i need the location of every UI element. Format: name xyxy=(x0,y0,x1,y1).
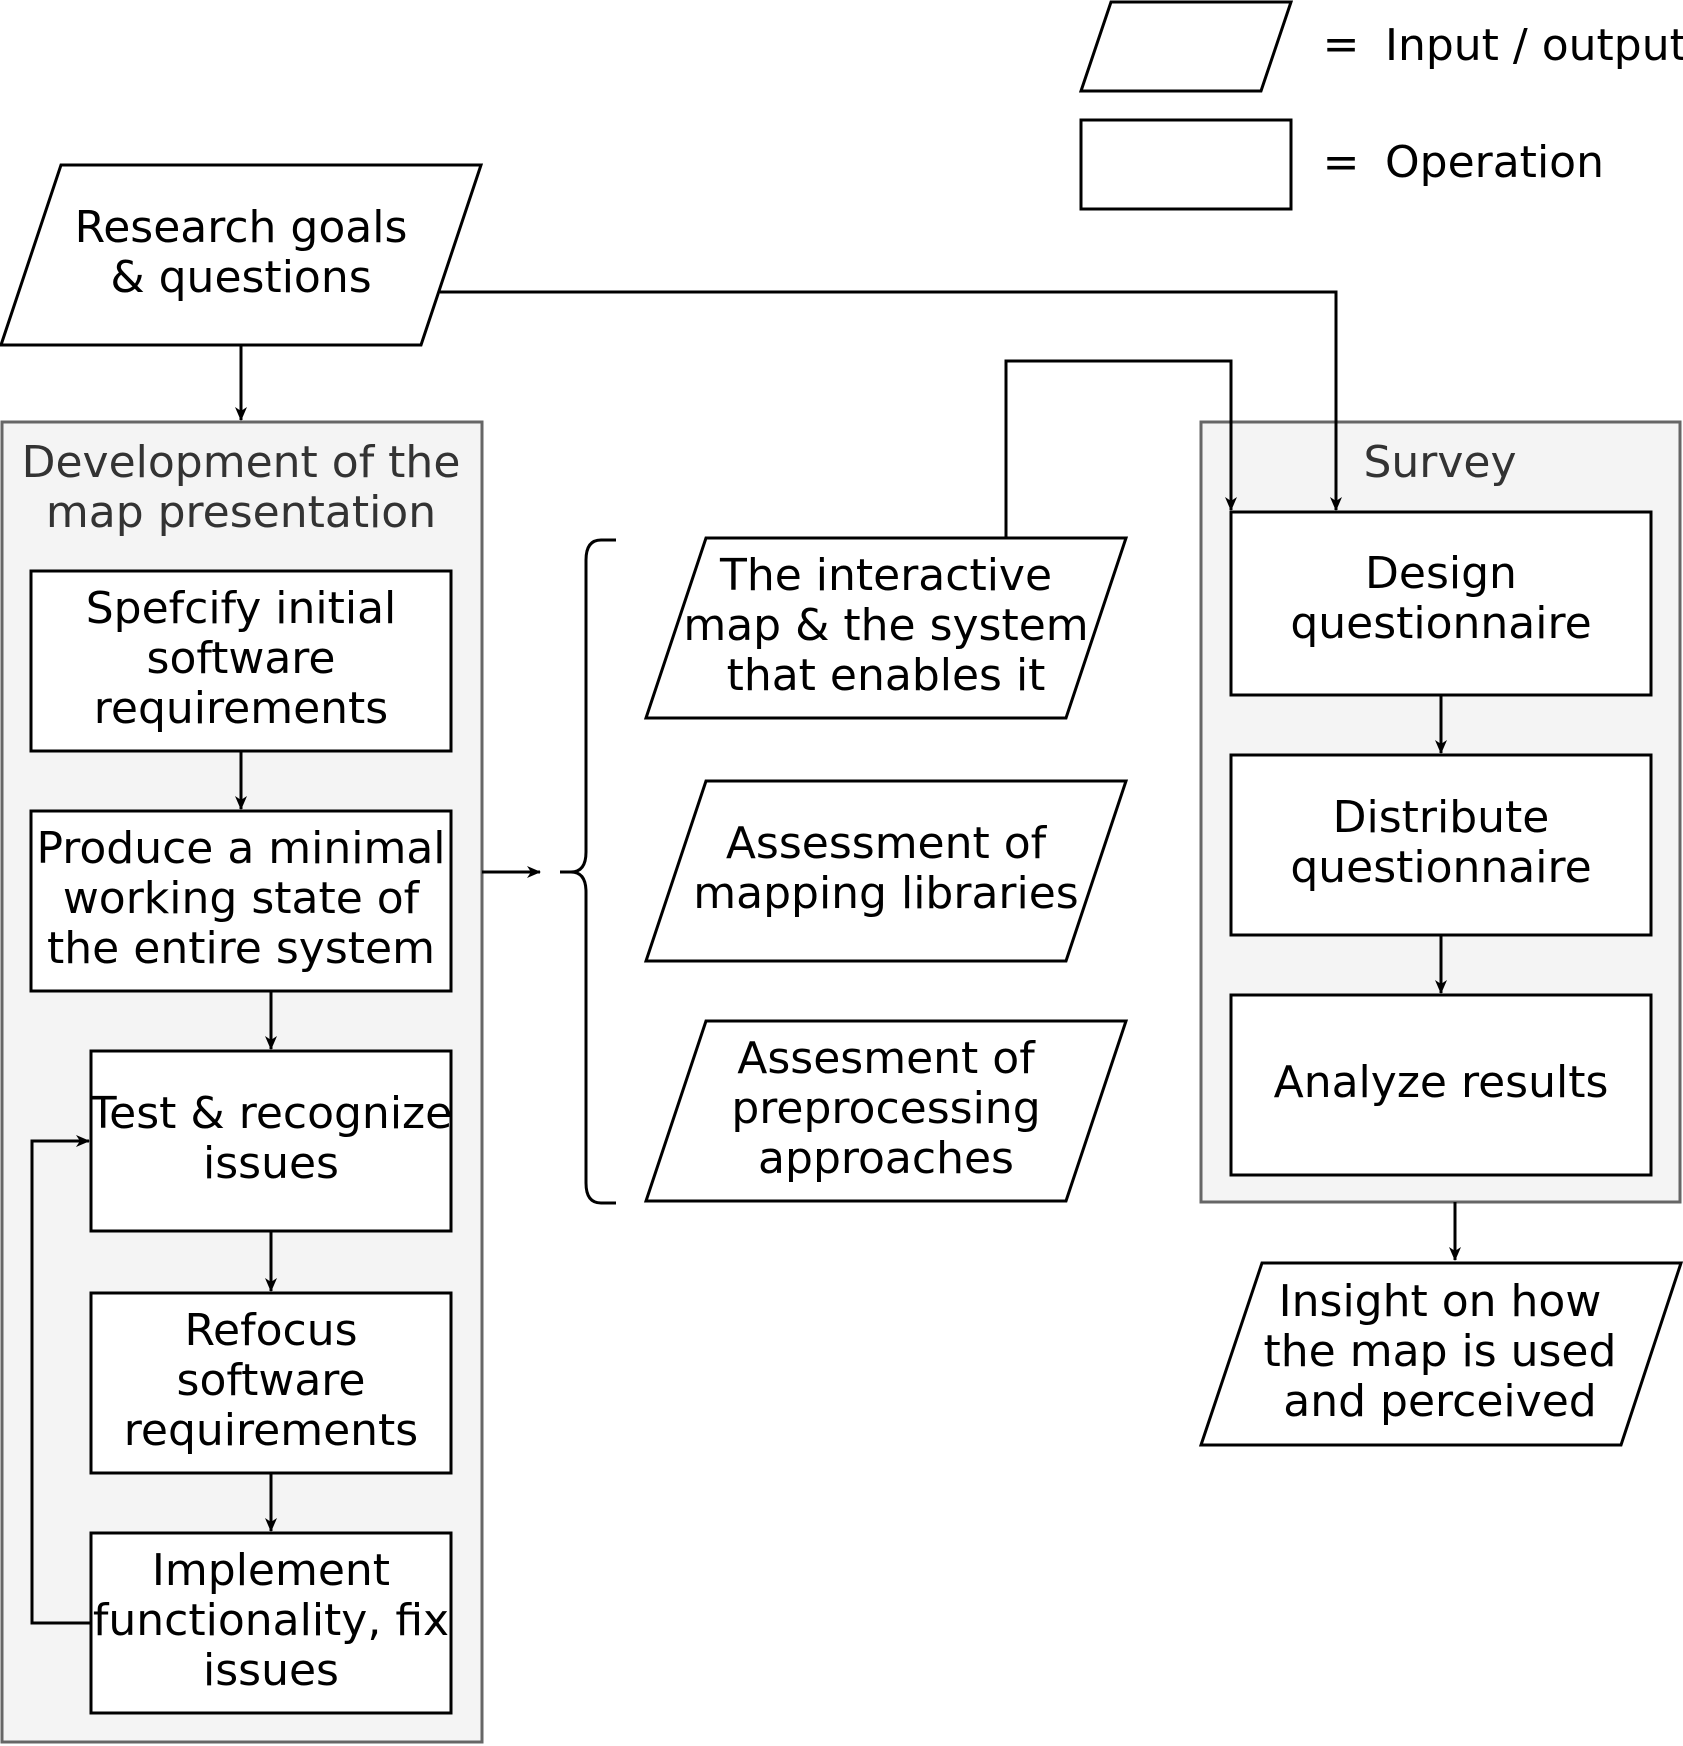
dev-step-implement-functionality-label-line-3: issues xyxy=(203,1645,339,1696)
dev-step-test-recognize-issues xyxy=(89,1049,453,1233)
dev-step-implement-functionality-label-line-1: Implement xyxy=(152,1545,390,1596)
research-goals-shape xyxy=(0,163,484,347)
output-preprocessing-label-line-2: preprocessing xyxy=(731,1083,1040,1134)
legend-operation-label: Operation xyxy=(1385,137,1604,188)
output-interactive-map-label-line-3: that enables it xyxy=(727,650,1046,701)
legend-equals-2: = xyxy=(1323,137,1360,188)
arrow-loop-implement-to-test xyxy=(30,1135,91,1625)
legend: = Input / output = Operation xyxy=(1078,0,1683,211)
dev-step-refocus-requirements-label-line-3: requirements xyxy=(124,1405,418,1456)
dev-step-refocus-requirements-label-line-2: software xyxy=(177,1355,366,1406)
survey-step-analyze-results-label-line-1: Analyze results xyxy=(1274,1057,1609,1108)
legend-input-output-shape xyxy=(1078,0,1294,93)
arrow-research-to-survey xyxy=(440,290,1342,511)
output-mapping-libraries-label-line-2: mapping libraries xyxy=(693,868,1078,919)
arrow-interactive-map-to-survey xyxy=(1004,359,1237,538)
dev-step-refocus-requirements xyxy=(89,1291,453,1475)
survey-step-design-questionnaire xyxy=(1229,510,1653,697)
survey-step-distribute-questionnaire xyxy=(1229,753,1653,937)
insight-label-line-3: and perceived xyxy=(1283,1376,1596,1427)
survey-step-design-questionnaire-label-line-1: Design xyxy=(1365,548,1517,599)
survey-step-design-questionnaire-label-line-2: questionnaire xyxy=(1290,598,1591,649)
development-title-line-2: map presentation xyxy=(46,487,436,538)
research-goals-label-line-1: Research goals xyxy=(75,202,408,253)
dev-step-test-recognize-issues-label-line-1: Test & recognize xyxy=(89,1088,452,1139)
dev-step-implement-functionality xyxy=(89,1531,453,1715)
output-mapping-libraries-shape xyxy=(643,779,1129,963)
dev-step-specify-requirements xyxy=(29,569,453,753)
survey-step-distribute-questionnaire-label-line-2: questionnaire xyxy=(1290,842,1591,893)
connectors xyxy=(30,290,1461,1625)
research-goals-label: Research goals& questions xyxy=(75,202,408,303)
insight-shape xyxy=(1198,1261,1683,1447)
development-title-line-1: Development of the xyxy=(22,437,461,488)
output-interactive-map-label-line-1: The interactive xyxy=(719,550,1052,601)
dev-step-implement-functionality-label-line-2: functionality, fix xyxy=(93,1595,449,1646)
dev-step-minimal-working-state-label-line-2: working state of xyxy=(63,873,421,924)
dev-step-refocus-requirements-label-line-1: Refocus xyxy=(184,1305,357,1356)
dev-step-test-recognize-issues-label-line-2: issues xyxy=(203,1138,339,1189)
output-interactive-map-label-line-2: map & the system xyxy=(683,600,1088,651)
dev-step-specify-requirements-label-line-2: software xyxy=(147,633,336,684)
dev-step-specify-requirements-label-line-1: Spefcify initial xyxy=(86,583,397,634)
output-preprocessing-label-line-3: approaches xyxy=(758,1133,1014,1184)
insight-label-line-2: the map is used xyxy=(1264,1326,1617,1377)
research-goals-label-line-2: & questions xyxy=(110,252,371,303)
dev-step-minimal-working-state-label-line-1: Produce a minimal xyxy=(36,823,445,874)
dev-step-minimal-working-state xyxy=(29,809,453,993)
output-interactive-map-shape xyxy=(643,536,1129,720)
legend-input-output-label: Input / output xyxy=(1385,20,1683,71)
survey-title: Survey xyxy=(1363,437,1516,488)
output-mapping-libraries-label-line-1: Assessment of xyxy=(726,818,1048,869)
survey-step-analyze-results-label: Analyze results xyxy=(1274,1057,1609,1108)
dev-step-minimal-working-state-label-line-3: the entire system xyxy=(47,923,435,974)
curly-brace xyxy=(560,538,616,1205)
legend-equals: = xyxy=(1323,19,1360,70)
output-preprocessing-shape xyxy=(643,1019,1129,1203)
survey-step-analyze-results xyxy=(1229,993,1653,1177)
survey-step-distribute-questionnaire-label-line-1: Distribute xyxy=(1333,792,1550,843)
output-preprocessing-label-line-1: Assesment of xyxy=(737,1033,1036,1084)
legend-operation-shape xyxy=(1079,118,1293,211)
dev-step-specify-requirements-label-line-3: requirements xyxy=(94,683,388,734)
insight-label-line-1: Insight on how xyxy=(1279,1276,1602,1327)
